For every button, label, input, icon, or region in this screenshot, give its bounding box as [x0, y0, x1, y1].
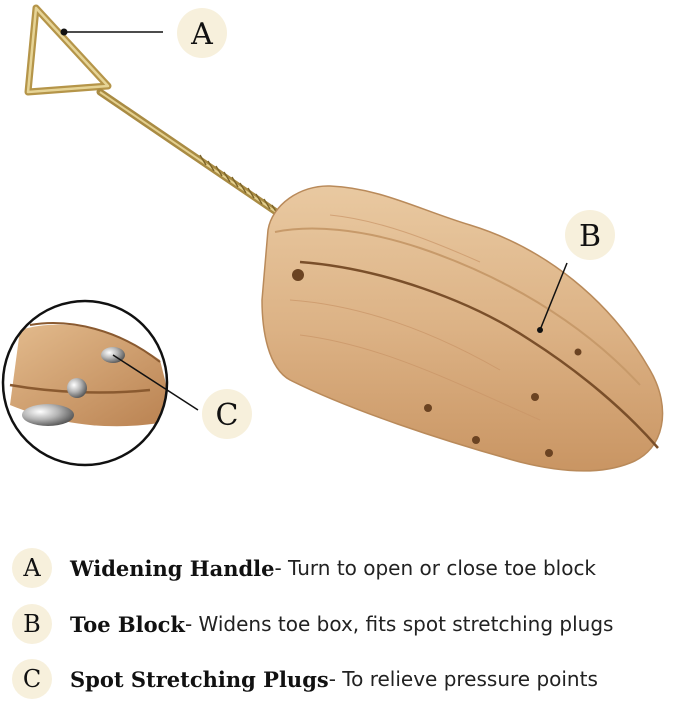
shoe-stretcher-illustration: A B C	[1, 4, 664, 472]
legend-title-b: Toe Block	[70, 611, 185, 637]
legend-badge-b: B	[12, 604, 52, 644]
svg-text:C: C	[216, 398, 239, 433]
legend-desc-a: - Turn to open or close toe block	[274, 556, 597, 580]
widening-handle	[24, 4, 289, 222]
callout-c: C	[202, 389, 252, 439]
legend-badge-c: C	[12, 659, 52, 699]
callout-b: B	[565, 210, 615, 260]
toe-block	[261, 185, 664, 472]
svg-text:A: A	[190, 17, 213, 52]
plugs-inset	[1, 299, 169, 467]
legend-row-c: C Spot Stretching Plugs - To relieve pre…	[12, 657, 677, 701]
leader-line-c	[112, 354, 199, 411]
legend-title-a: Widening Handle	[70, 555, 275, 581]
legend-desc-b: - Widens toe box, fits spot stretching p…	[184, 612, 614, 636]
leader-line-b	[539, 262, 568, 331]
legend-desc-c: - To relieve pressure points	[328, 667, 598, 691]
legend-row-a: A Widening Handle - Turn to open or clos…	[12, 546, 677, 590]
legend-title-c: Spot Stretching Plugs	[70, 666, 329, 692]
callout-a: A	[177, 8, 227, 58]
legend-badge-a: A	[12, 548, 52, 588]
svg-text:B: B	[579, 219, 601, 254]
legend-row-b: B Toe Block - Widens toe box, fits spot …	[12, 602, 677, 646]
